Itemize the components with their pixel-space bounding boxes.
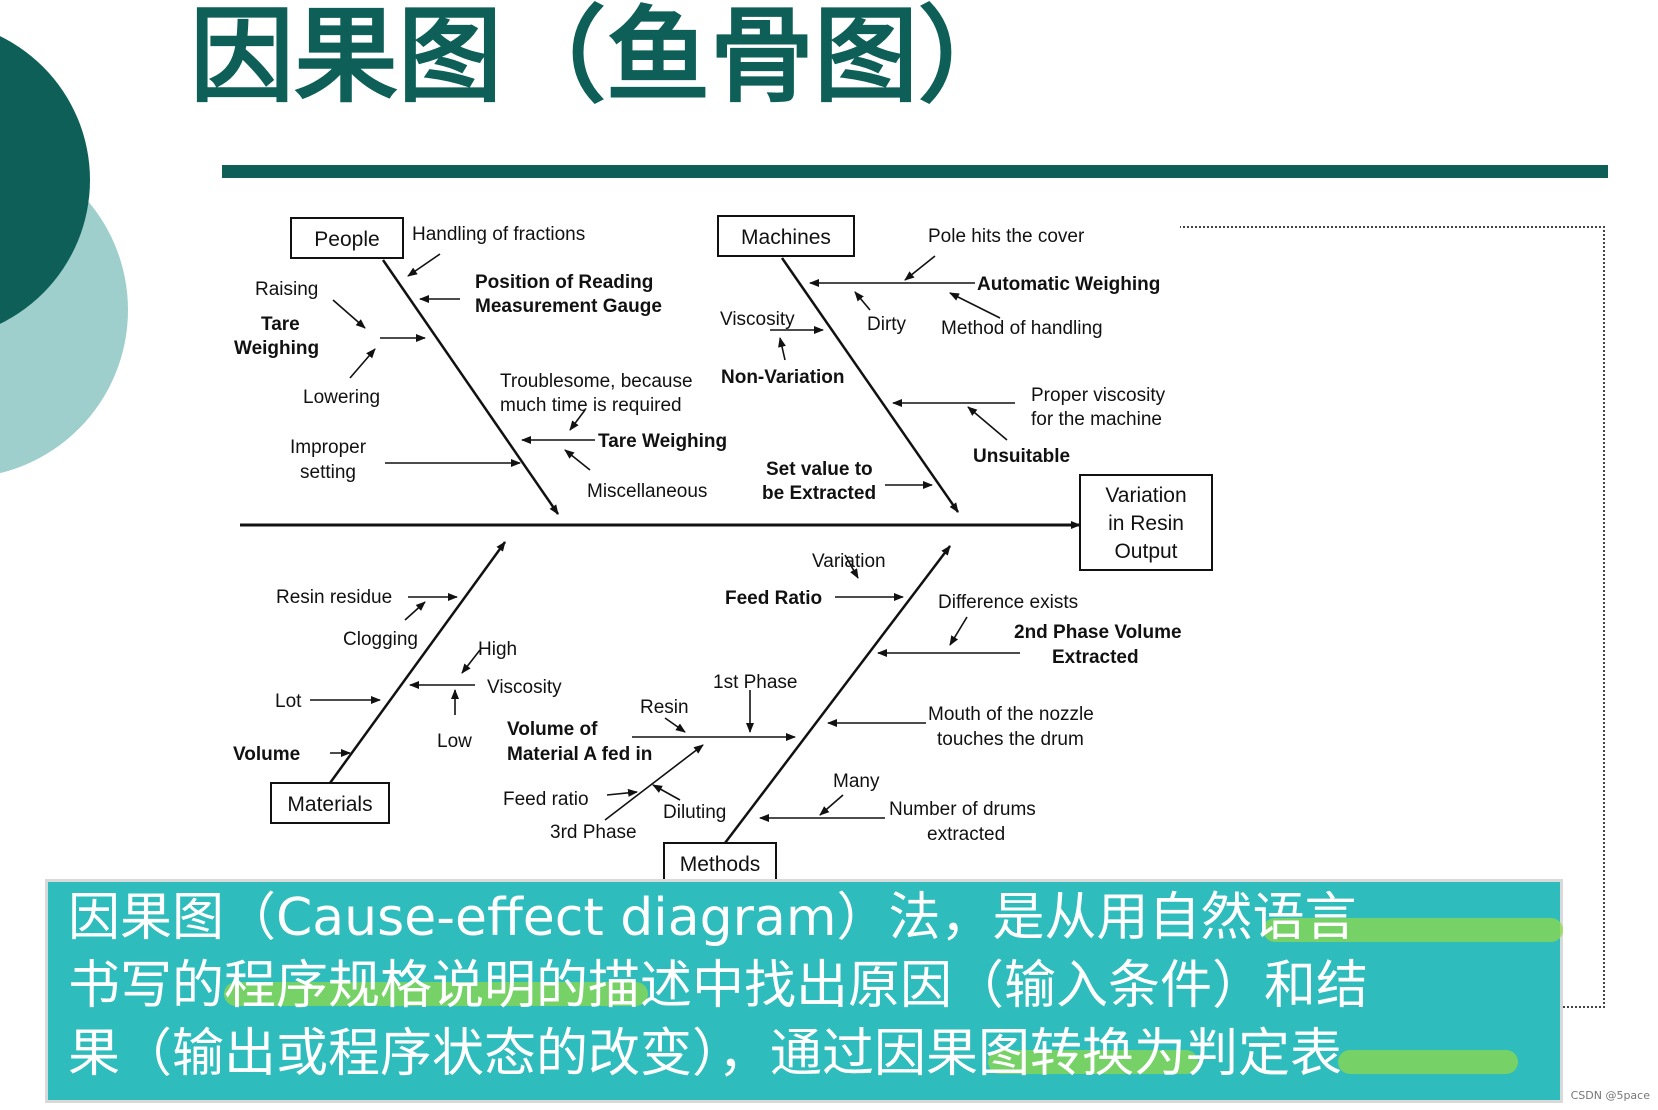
machines-box xyxy=(717,215,855,257)
cause-improper-1: Improper xyxy=(290,437,367,458)
cause-difference: Difference exists xyxy=(938,592,1078,613)
cause-improper-2: setting xyxy=(300,462,356,483)
cause-method-handling: Method of handling xyxy=(941,318,1103,339)
cause-arrow xyxy=(844,554,859,579)
materials-bone xyxy=(328,541,507,784)
machines-bone xyxy=(780,257,960,513)
cause-drums-1: Number of drums xyxy=(889,799,1036,820)
cause-handling: Handling of fractions xyxy=(412,224,585,245)
diagram-background xyxy=(220,222,1180,880)
cause-proper-1: Proper viscosity xyxy=(1031,385,1166,406)
cause-auto-weighing: Automatic Weighing xyxy=(977,274,1160,295)
methods-box xyxy=(663,842,777,880)
highlight-decision-table xyxy=(1338,1050,1518,1074)
cause-feed-ratio-bold: Feed Ratio xyxy=(725,588,822,609)
cause-arrow xyxy=(854,291,871,311)
effect-line-2: in Resin xyxy=(1108,512,1184,535)
cause-dirty: Dirty xyxy=(867,314,907,335)
watermark: CSDN @5pace xyxy=(1570,1089,1650,1102)
cause-arrow xyxy=(904,255,936,281)
cause-arrow xyxy=(664,717,686,733)
cause-mouth-1: Mouth of the nozzle xyxy=(928,704,1094,725)
cause-phase2-2: Extracted xyxy=(1052,647,1139,668)
cause-high: High xyxy=(478,639,517,660)
cause-arrow xyxy=(778,337,786,361)
highlight-natural-language xyxy=(1263,918,1563,942)
cause-diluting: Diluting xyxy=(663,802,726,823)
cause-arrow xyxy=(949,292,1001,319)
cause-tare-weighing: Tare Weighing xyxy=(598,431,727,452)
cause-arrow xyxy=(461,649,481,674)
effect-line-3: Output xyxy=(1114,540,1177,563)
cause-position-1: Position of Reading xyxy=(475,272,653,293)
caption-line-2: 书写的程序规格说明的描述中找出原因（输入条件）和结 xyxy=(68,956,1369,1016)
caption-box: 因果图（Cause-effect diagram）法，是从用自然语言 书写的程序… xyxy=(48,882,1563,1100)
cause-position-2: Measurement Gauge xyxy=(475,296,662,317)
machines-label: Machines xyxy=(741,226,831,249)
cause-arrow xyxy=(407,253,441,277)
cause-troublesome-2: much time is required xyxy=(500,395,682,416)
cause-phase2-1: 2nd Phase Volume xyxy=(1014,622,1182,643)
caption-line-3: 果（输出或程序状态的改变），通过因果图转换为判定表 xyxy=(68,1024,1343,1084)
cause-arrow xyxy=(404,601,426,621)
cause-arrow xyxy=(564,449,591,471)
materials-label: Materials xyxy=(287,793,372,816)
cause-proper-2: for the machine xyxy=(1031,409,1162,430)
cause-phase3: 3rd Phase xyxy=(550,822,637,843)
caption-line-1: 因果图（Cause-effect diagram）法，是从用自然语言 xyxy=(68,888,1357,948)
cause-arrow xyxy=(349,348,376,379)
cause-volume-of-2: Material A fed in xyxy=(507,744,652,765)
cause-set-value-1: Set value to xyxy=(766,459,873,480)
cause-arrow xyxy=(652,784,681,801)
methods-bone xyxy=(724,545,951,844)
cause-tare-2: Weighing xyxy=(234,338,319,359)
cause-arrow xyxy=(569,409,586,431)
people-box xyxy=(290,217,404,259)
cause-volume: Volume xyxy=(233,744,300,765)
people-label: People xyxy=(314,228,379,251)
cause-tare-1: Tare xyxy=(261,314,300,335)
cause-miscellaneous: Miscellaneous xyxy=(587,481,707,502)
cause-mouth-2: touches the drum xyxy=(937,729,1084,750)
cause-lot: Lot xyxy=(275,691,302,712)
cause-arrow xyxy=(604,744,704,821)
title-divider xyxy=(222,165,1608,178)
cause-non-variation: Non-Variation xyxy=(721,367,845,388)
fishbone-diagram: Variation in Resin Output People Machine… xyxy=(220,215,1213,880)
cause-resin-residue: Resin residue xyxy=(276,587,392,608)
cause-clogging: Clogging xyxy=(343,629,418,650)
effect-line-1: Variation xyxy=(1105,484,1186,507)
highlight-cause-effect xyxy=(988,1050,1198,1074)
cause-feed-ratio: Feed ratio xyxy=(503,789,589,810)
page-title: 因果图（鱼骨图） xyxy=(190,0,1023,117)
cause-volume-of-1: Volume of xyxy=(507,719,598,740)
highlight-spec xyxy=(224,982,648,1006)
cause-arrow xyxy=(949,616,968,646)
methods-label: Methods xyxy=(680,853,761,876)
effect-box xyxy=(1079,474,1213,571)
cause-raising: Raising xyxy=(255,279,318,300)
cause-many: Many xyxy=(833,771,880,792)
cause-resin: Resin xyxy=(640,697,689,718)
cause-set-value-2: be Extracted xyxy=(762,483,876,504)
cause-drums-2: extracted xyxy=(927,824,1005,845)
cause-viscosity-machine: Viscosity xyxy=(720,309,795,330)
cause-arrow xyxy=(819,794,844,816)
decorative-circles xyxy=(0,36,128,474)
cause-viscosity-material: Viscosity xyxy=(487,677,562,698)
cause-troublesome-1: Troublesome, because xyxy=(500,371,693,392)
cause-lowering: Lowering xyxy=(303,387,380,408)
cause-arrow xyxy=(606,788,638,797)
cause-pole: Pole hits the cover xyxy=(928,226,1085,247)
cause-low: Low xyxy=(437,731,472,752)
cause-variation: Variation xyxy=(812,551,886,572)
cause-unsuitable: Unsuitable xyxy=(973,446,1070,467)
cause-arrow xyxy=(967,406,1008,441)
people-bone xyxy=(381,259,560,515)
cause-arrow xyxy=(332,299,366,329)
cause-phase1: 1st Phase xyxy=(713,672,798,693)
